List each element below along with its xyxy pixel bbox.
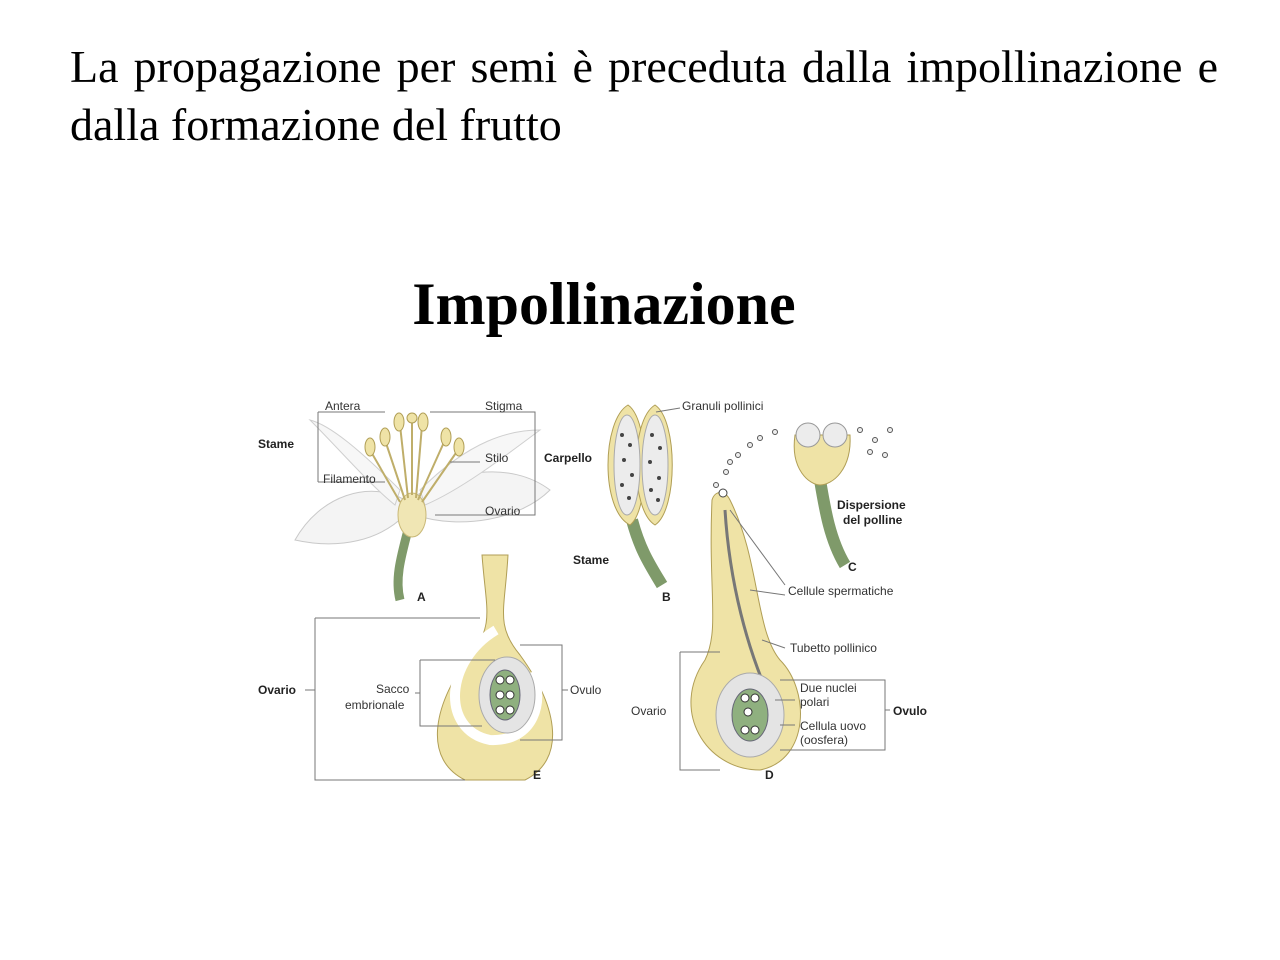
- pollen-tube-drawing-d: [690, 488, 801, 771]
- ovary-section-drawing-e: [436, 554, 554, 781]
- label-ovulo-e: Ovulo: [570, 683, 602, 697]
- label-cellule: Cellule spermatiche: [788, 584, 894, 598]
- label-tubetto: Tubetto pollinico: [790, 641, 877, 655]
- label-nuclei-2: polari: [800, 695, 829, 709]
- label-filamento: Filamento: [323, 472, 376, 486]
- label-dispersione-1: Dispersione: [837, 498, 906, 512]
- label-cellula-2: (oosfera): [800, 733, 848, 747]
- label-antera: Antera: [325, 399, 361, 413]
- label-stigma: Stigma: [485, 399, 523, 413]
- flower-drawing-a: [294, 412, 551, 602]
- label-stilo: Stilo: [485, 451, 509, 465]
- intro-text: La propagazione per semi è preceduta dal…: [70, 41, 1218, 150]
- label-dispersione-2: del polline: [843, 513, 903, 527]
- label-letter-c: C: [848, 560, 857, 574]
- label-ovulo-d: Ovulo: [893, 704, 927, 718]
- label-carpello: Carpello: [544, 451, 592, 465]
- pollination-diagram: Antera Stigma Stame Carpello Stilo Filam…: [250, 390, 950, 795]
- label-letter-d: D: [765, 768, 774, 782]
- label-sacco-1: Sacco: [376, 682, 410, 696]
- label-ovario-a: Ovario: [485, 504, 521, 518]
- slide-heading: Impollinazione: [412, 271, 796, 337]
- label-nuclei-1: Due nuclei: [800, 681, 857, 695]
- label-stame-b: Stame: [573, 553, 609, 567]
- label-cellula-1: Cellula uovo: [800, 719, 866, 733]
- label-letter-a: A: [417, 590, 426, 604]
- pollination-diagram-svg: Antera Stigma Stame Carpello Stilo Filam…: [258, 399, 927, 782]
- label-ovario-e: Ovario: [258, 683, 296, 697]
- pollen-dispersal-drawing-c: [713, 422, 893, 569]
- label-sacco-2: embrionale: [345, 698, 405, 712]
- stamen-drawing-b: [607, 404, 673, 589]
- label-letter-b: B: [662, 590, 671, 604]
- label-stame-a: Stame: [258, 437, 294, 451]
- label-granuli: Granuli pollinici: [682, 399, 763, 413]
- label-ovario-d: Ovario: [631, 704, 667, 718]
- label-letter-e: E: [533, 768, 541, 782]
